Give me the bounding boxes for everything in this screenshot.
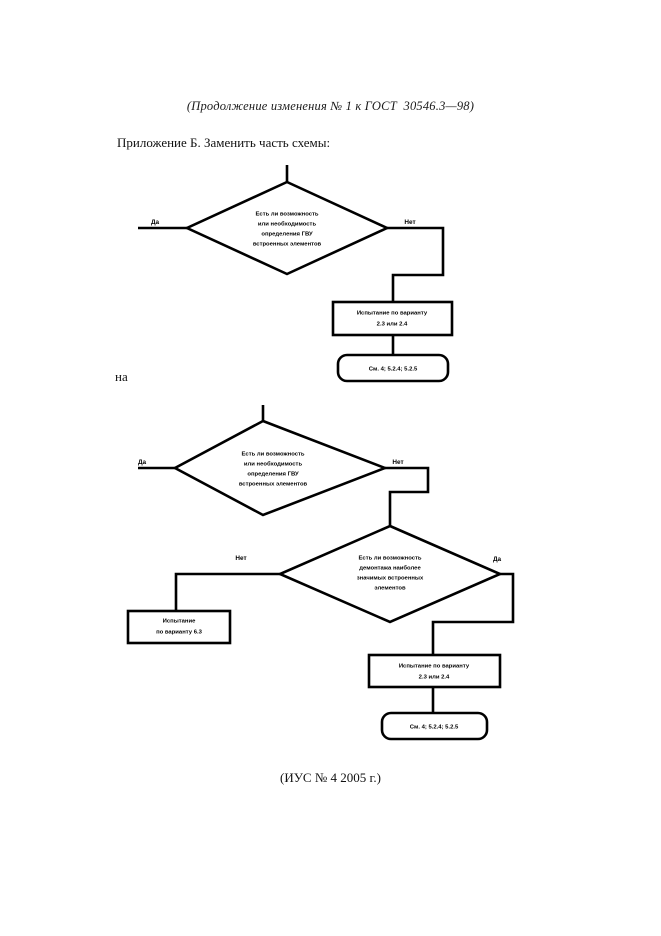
process-test-23-24-2-line2: 2.3 или 2.4 [419, 675, 450, 681]
edge-label-yes-dismantle: Да [493, 556, 502, 563]
edge-label-yes-2: Да [138, 459, 147, 466]
connector-no-right [387, 226, 445, 302]
issue-footer: (ИУС № 4 2005 г.) [280, 770, 381, 785]
decision-embedded-line2: или необходимость [258, 221, 317, 228]
decision-dismantle-line4: элементов [374, 586, 406, 592]
decision-dismantle-elements [276, 524, 504, 624]
process-test-variant-23-24 [331, 300, 454, 337]
decision-embedded-elements-2 [172, 419, 389, 517]
decision-embedded-line1: Есть ли возможность [255, 212, 318, 218]
terminator-see-clause-2-label: См. 4; 5.2.4; 5.2.5 [410, 725, 459, 731]
continuation-header: (Продолжение изменения № 1 к ГОСТ 30546.… [186, 99, 475, 113]
process-test-23-24-line1: Испытание по варианту [357, 311, 428, 317]
edge-label-no-2: Нет [392, 459, 403, 466]
terminator-see-clause-2 [380, 711, 489, 741]
replacement-connector-word: на [115, 369, 128, 384]
process-test-variant-23-24-2 [367, 653, 502, 689]
terminator-see-clause-label: См. 4; 5.2.4; 5.2.5 [369, 367, 418, 373]
process-test-23-24-2-line1: Испытание по варианту [399, 664, 470, 670]
replacement-instruction: Приложение Б. Заменить часть схемы: [117, 135, 331, 150]
process-test-63-line1: Испытание [163, 619, 196, 625]
decision-embedded-elements [183, 180, 391, 276]
connector-no-left-dismantle [174, 572, 280, 611]
process-test-63-line2: по варианту 6.3 [156, 630, 203, 636]
terminator-see-clause [336, 353, 450, 383]
process-test-variant-63 [126, 609, 232, 645]
decision-dismantle-line3: значимых встроенных [357, 576, 424, 582]
decision-embedded-2-line4: встроенных элементов [239, 482, 308, 488]
decision-embedded-2-line2: или необходимость [244, 461, 303, 468]
edge-label-no-dismantle: Нет [235, 555, 246, 562]
decision-dismantle-line1: Есть ли возможность [358, 556, 421, 562]
process-test-23-24-line2: 2.3 или 2.4 [377, 322, 408, 328]
decision-embedded-line4: встроенных элементов [253, 242, 322, 248]
edge-label-yes: Да [151, 219, 160, 226]
diagram-new-scheme: Есть ли возможность или необходимость оп… [126, 405, 515, 741]
connector-yes-right-dismantle [431, 572, 515, 655]
decision-embedded-2-line1: Есть ли возможность [241, 452, 304, 458]
diagram-old-scheme: Есть ли возможность или необходимость оп… [138, 165, 454, 383]
edge-label-no: Нет [404, 219, 415, 226]
decision-dismantle-line2: демонтажа наиболее [359, 565, 421, 572]
decision-embedded-2-line3: определения ГВУ [247, 472, 299, 478]
decision-embedded-line3: определения ГВУ [261, 232, 313, 238]
connector-no-right-2 [385, 466, 430, 526]
